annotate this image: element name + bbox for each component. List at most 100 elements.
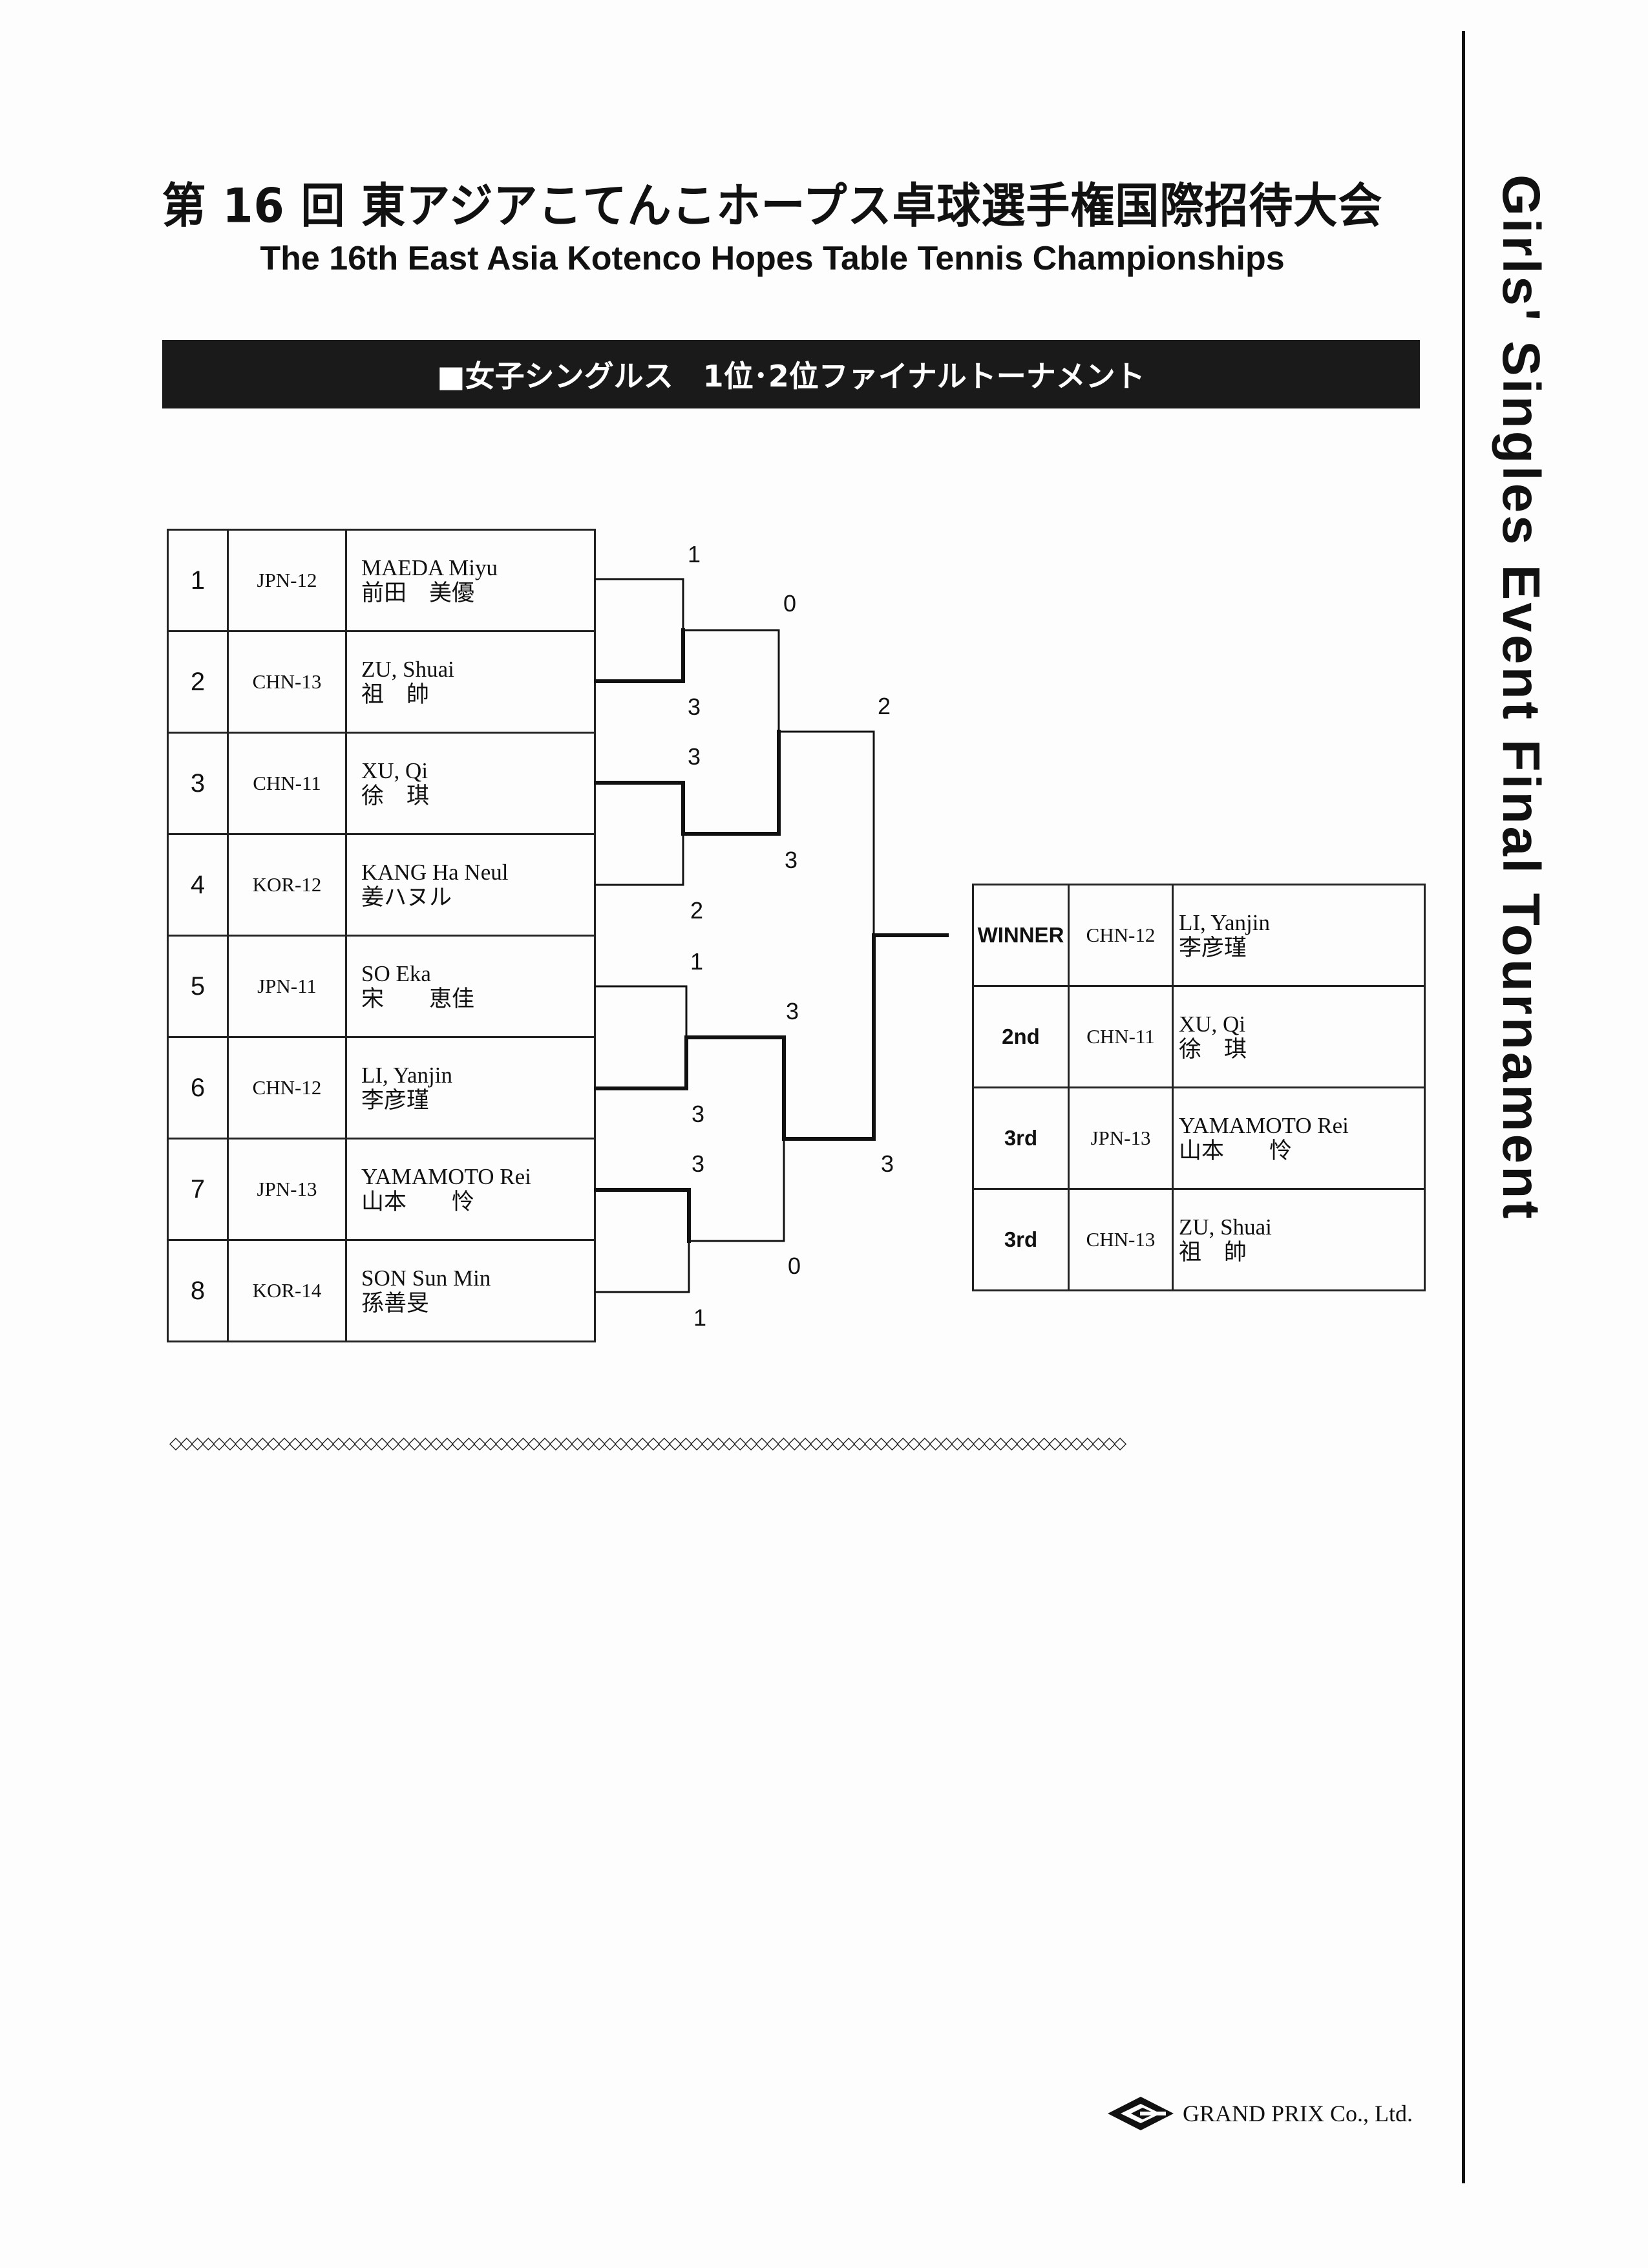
player-name-jp: 孫善旻	[361, 1291, 430, 1316]
score-r1-3: 3	[688, 743, 701, 770]
score-r1-6: 3	[692, 1101, 704, 1127]
bracket-line-r1-m4-bottom	[595, 1240, 690, 1293]
bracket-line-r1-m2-bottom	[595, 832, 684, 886]
diamond-divider: ◇◇◇◇◇◇◇◇◇◇◇◇◇◇◇◇◇◇◇◇◇◇◇◇◇◇◇◇◇◇◇◇◇◇◇◇◇◇◇◇…	[169, 1434, 1126, 1453]
result-place: 2nd	[972, 985, 1070, 1088]
association-code: CHN-13	[1068, 1188, 1174, 1291]
player-name-en: SO Eka	[361, 960, 431, 986]
association-code: KOR-12	[227, 833, 347, 937]
player-name-jp: 徐 琪	[1179, 1037, 1247, 1062]
association-code: KOR-14	[227, 1239, 347, 1342]
title-english: The 16th East Asia Kotenco Hopes Table T…	[260, 240, 1285, 277]
player-name-jp: 徐 琪	[361, 783, 430, 809]
player-name-jp: 山本 怜	[361, 1189, 475, 1214]
player-name-en: XU, Qi	[361, 758, 428, 783]
seed-number: 7	[167, 1138, 229, 1241]
seed-number: 3	[167, 732, 229, 835]
event-banner: ■女子シングルス 1位･2位ファイナルトーナメント	[162, 340, 1420, 408]
score-sf-1: 0	[783, 590, 796, 617]
bracket-line-sf1-top	[682, 629, 780, 733]
bracket-line-r1-m1-top	[595, 578, 684, 631]
player-name-en: YAMAMOTO Rei	[361, 1163, 531, 1189]
seed-number: 2	[167, 630, 229, 734]
result-place: 3rd	[972, 1086, 1070, 1190]
seed-number: 6	[167, 1036, 229, 1139]
grand-prix-logo-icon	[1108, 2097, 1174, 2130]
side-title: Girls' Singles Event Final Tournament	[1492, 175, 1550, 1222]
score-final-2: 3	[881, 1150, 894, 1177]
association-code: JPN-11	[227, 935, 347, 1038]
title-japanese: 第 16 回 東アジアこてんこホープス卓球選手権国際招待大会	[162, 178, 1383, 234]
player-name-en: LI, Yanjin	[361, 1062, 452, 1088]
player-name-jp: 姜ハヌル	[361, 885, 452, 910]
player-name-jp: 祖 帥	[1179, 1240, 1247, 1265]
player-name-jp: 山本 怜	[1179, 1138, 1293, 1163]
player-name-jp: 宋 恵佳	[361, 986, 475, 1012]
association-code: JPN-13	[1068, 1086, 1174, 1190]
association-code: CHN-11	[1068, 985, 1174, 1088]
score-final-1: 2	[878, 693, 891, 719]
player-name-en: ZU, Shuai	[1179, 1214, 1272, 1240]
player-name-en: ZU, Shuai	[361, 656, 454, 682]
association-code: CHN-12	[227, 1036, 347, 1139]
bracket-line-sf1-bottom	[681, 730, 781, 836]
player-name-en: XU, Qi	[1179, 1011, 1246, 1037]
score-sf-4: 0	[788, 1253, 801, 1279]
bracket-line-r1-m4-top	[594, 1188, 691, 1243]
score-r1-7: 3	[692, 1150, 704, 1177]
association-code: CHN-13	[227, 630, 347, 734]
side-divider-line	[1462, 31, 1465, 2183]
player-name-en: MAEDA Miyu	[361, 555, 498, 580]
player-name-jp: 李彦瑾	[1179, 935, 1247, 960]
association-code: JPN-12	[227, 529, 347, 632]
score-r1-8: 1	[693, 1304, 706, 1331]
seed-number: 5	[167, 935, 229, 1038]
seed-number: 4	[167, 833, 229, 937]
player-name-en: LI, Yanjin	[1179, 909, 1270, 935]
seed-number: 8	[167, 1239, 229, 1342]
score-sf-2: 3	[785, 847, 798, 873]
company-name: GRAND PRIX Co., Ltd.	[1183, 2101, 1413, 2126]
bracket-line-r1-m2-top	[594, 781, 685, 836]
association-code: CHN-12	[1068, 884, 1174, 987]
bracket-line-sf2-top	[684, 1035, 786, 1141]
player-name-en: YAMAMOTO Rei	[1179, 1112, 1349, 1138]
bracket-line-final-bottom	[782, 933, 876, 1141]
association-code: CHN-11	[227, 732, 347, 835]
bracket-line-r1-m3-top	[595, 985, 688, 1039]
bracket-line-sf2-bottom	[688, 1138, 785, 1242]
score-r1-5: 1	[690, 948, 703, 975]
player-name-en: SON Sun Min	[361, 1265, 491, 1291]
result-place: WINNER	[972, 884, 1070, 987]
score-r1-4: 2	[690, 897, 703, 924]
association-code: JPN-13	[227, 1138, 347, 1241]
player-name-jp: 前田 美優	[361, 580, 475, 606]
bracket-line-r1-m1-bottom	[594, 628, 685, 683]
player-name-jp: 李彦瑾	[361, 1088, 430, 1113]
